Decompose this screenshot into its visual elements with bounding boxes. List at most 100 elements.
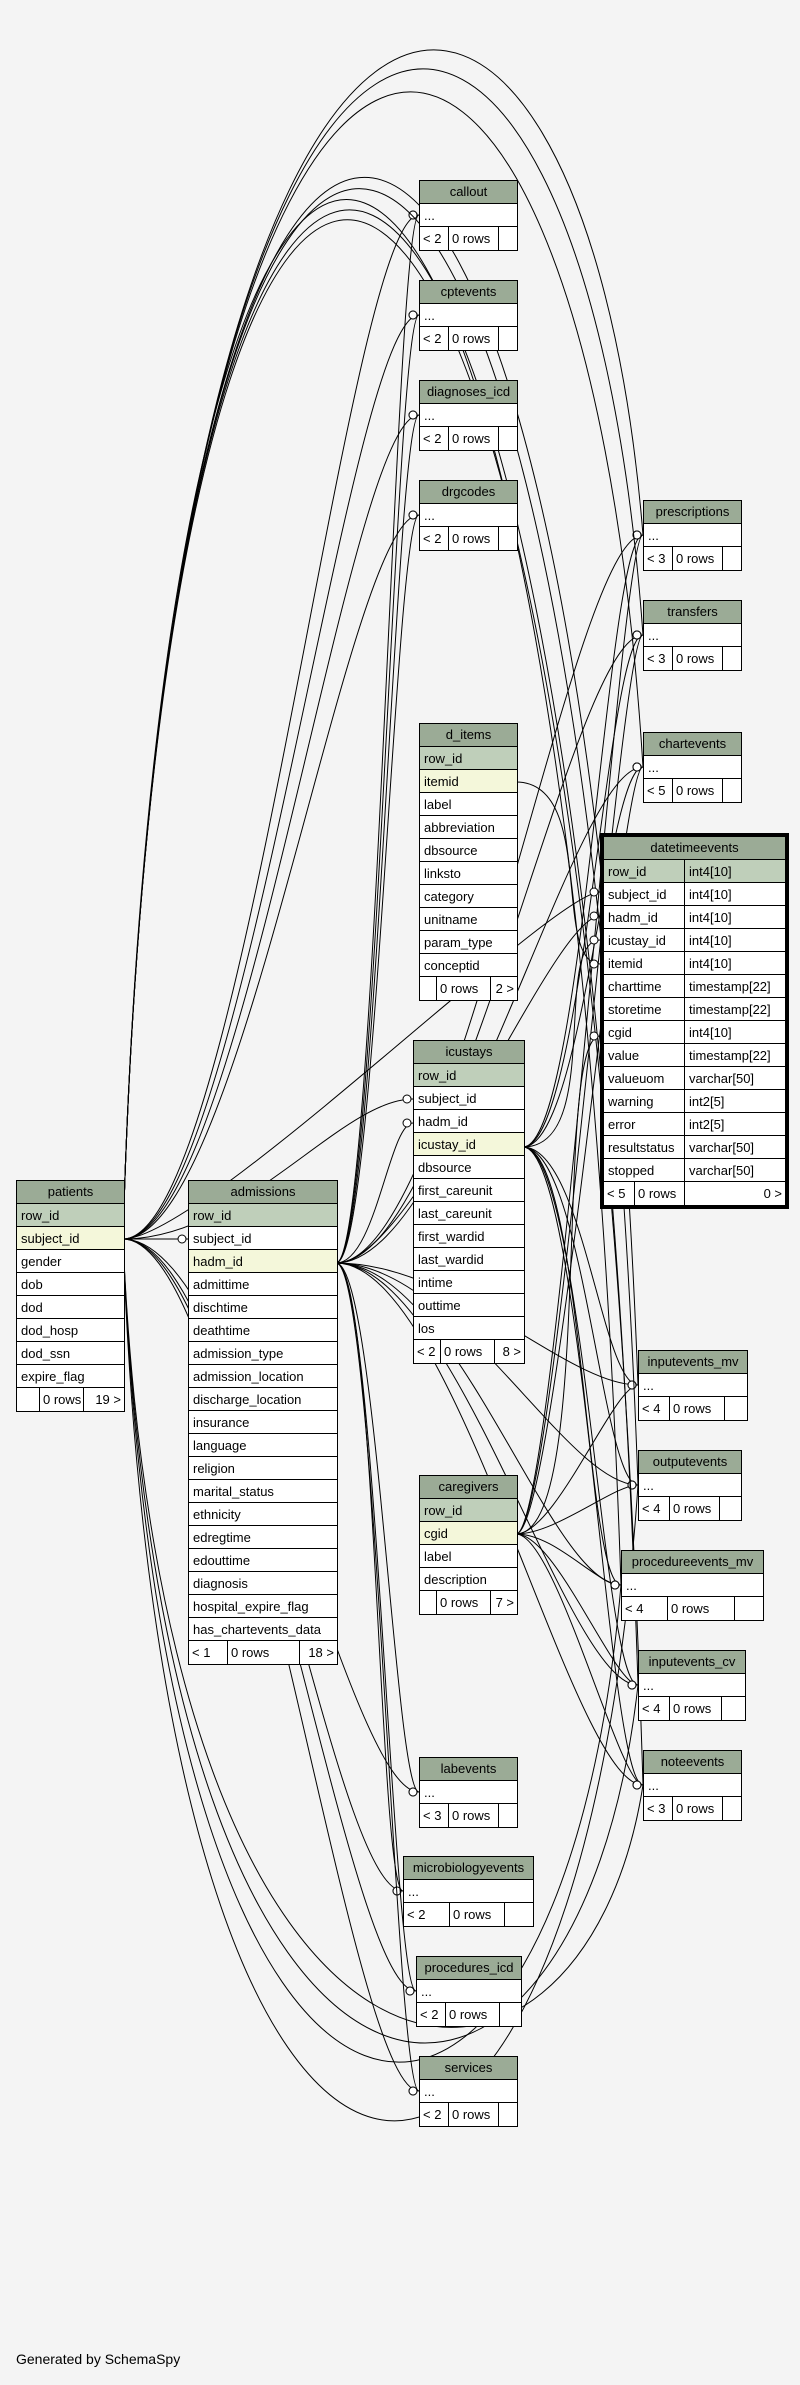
table-column-row[interactable]: ... [644,624,741,647]
table-column-row[interactable]: row_id [189,1204,337,1227]
table-column-row[interactable]: abbreviation [420,816,517,839]
table-column-row[interactable]: ... [404,1880,533,1903]
table-column-row[interactable]: admittime [189,1273,337,1296]
table-column-row[interactable]: los [414,1317,524,1340]
table-column-row[interactable]: conceptid [420,954,517,977]
table-header[interactable]: patients [17,1181,124,1204]
table-column-row[interactable]: category [420,885,517,908]
table-header[interactable]: procedures_icd [417,1957,521,1980]
table-header[interactable]: chartevents [644,733,741,756]
table-header[interactable]: admissions [189,1181,337,1204]
table-header[interactable]: inputevents_cv [639,1651,745,1674]
table-column-row[interactable]: subject_id [414,1087,524,1110]
table-column-row[interactable]: ... [420,504,517,527]
table-column-row[interactable]: edregtime [189,1526,337,1549]
table-column-row[interactable]: ... [639,1374,747,1397]
table-column-row[interactable]: language [189,1434,337,1457]
table-column-row[interactable]: dbsource [414,1156,524,1179]
table-column-row[interactable]: ... [639,1474,741,1497]
table-header[interactable]: diagnoses_icd [420,381,517,404]
table-column-row[interactable]: ethnicity [189,1503,337,1526]
table-header[interactable]: microbiologyevents [404,1857,533,1880]
table-column-row[interactable]: ... [420,204,517,227]
table-header[interactable]: datetimeevents [604,837,785,860]
table-header[interactable]: transfers [644,601,741,624]
table-header[interactable]: procedureevents_mv [622,1551,763,1574]
table-column-row[interactable]: admission_location [189,1365,337,1388]
table-column-row[interactable]: expire_flag [17,1365,124,1388]
table-column-row[interactable]: row_id [414,1064,524,1087]
table-column-row[interactable]: first_careunit [414,1179,524,1202]
table-column-row[interactable]: hadm_id [189,1250,337,1273]
table-column-row[interactable]: dob [17,1273,124,1296]
table-column-row[interactable]: dischtime [189,1296,337,1319]
table-header[interactable]: drgcodes [420,481,517,504]
table-column-row[interactable]: marital_status [189,1480,337,1503]
table-column-row[interactable]: edouttime [189,1549,337,1572]
table-column-row[interactable]: subject_id [189,1227,337,1250]
table-column-row[interactable]: description [420,1568,517,1591]
table-column-row[interactable]: ... [420,2080,517,2103]
table-header[interactable]: outputevents [639,1451,741,1474]
table-header[interactable]: noteevents [644,1751,741,1774]
table-column-row[interactable]: last_wardid [414,1248,524,1271]
table-column-row[interactable]: ... [639,1674,745,1697]
table-column-row[interactable]: hadm_id [414,1110,524,1133]
table-header[interactable]: inputevents_mv [639,1351,747,1374]
table-column-row[interactable]: ... [417,1980,521,2003]
table-column-row[interactable]: unitname [420,908,517,931]
table-header[interactable]: cptevents [420,281,517,304]
table-column-row[interactable]: insurance [189,1411,337,1434]
table-column-row[interactable]: intime [414,1271,524,1294]
table-column-row[interactable]: outtime [414,1294,524,1317]
table-column-row[interactable]: ... [420,404,517,427]
table-header[interactable]: callout [420,181,517,204]
table-column-row[interactable]: row_id [420,747,517,770]
table-column-row[interactable]: last_careunit [414,1202,524,1225]
table-column-row[interactable]: discharge_location [189,1388,337,1411]
table-column-row[interactable]: dod_hosp [17,1319,124,1342]
table-header[interactable]: services [420,2057,517,2080]
table-column-row[interactable]: param_type [420,931,517,954]
table-column-row[interactable]: dbsource [420,839,517,862]
table-column-row[interactable]: itemid [420,770,517,793]
table-column-row[interactable]: admission_type [189,1342,337,1365]
table-column-row[interactable]: first_wardid [414,1225,524,1248]
table-header[interactable]: icustays [414,1041,524,1064]
table-column-row[interactable]: has_chartevents_data [189,1618,337,1641]
table-column-row[interactable]: ... [420,1781,517,1804]
table-column-row[interactable]: subject_id [17,1227,124,1250]
table-column-row[interactable]: cgid [420,1522,517,1545]
table-column-row[interactable]: ... [420,304,517,327]
table-column-row[interactable]: gender [17,1250,124,1273]
table-column-row[interactable]: hospital_expire_flag [189,1595,337,1618]
